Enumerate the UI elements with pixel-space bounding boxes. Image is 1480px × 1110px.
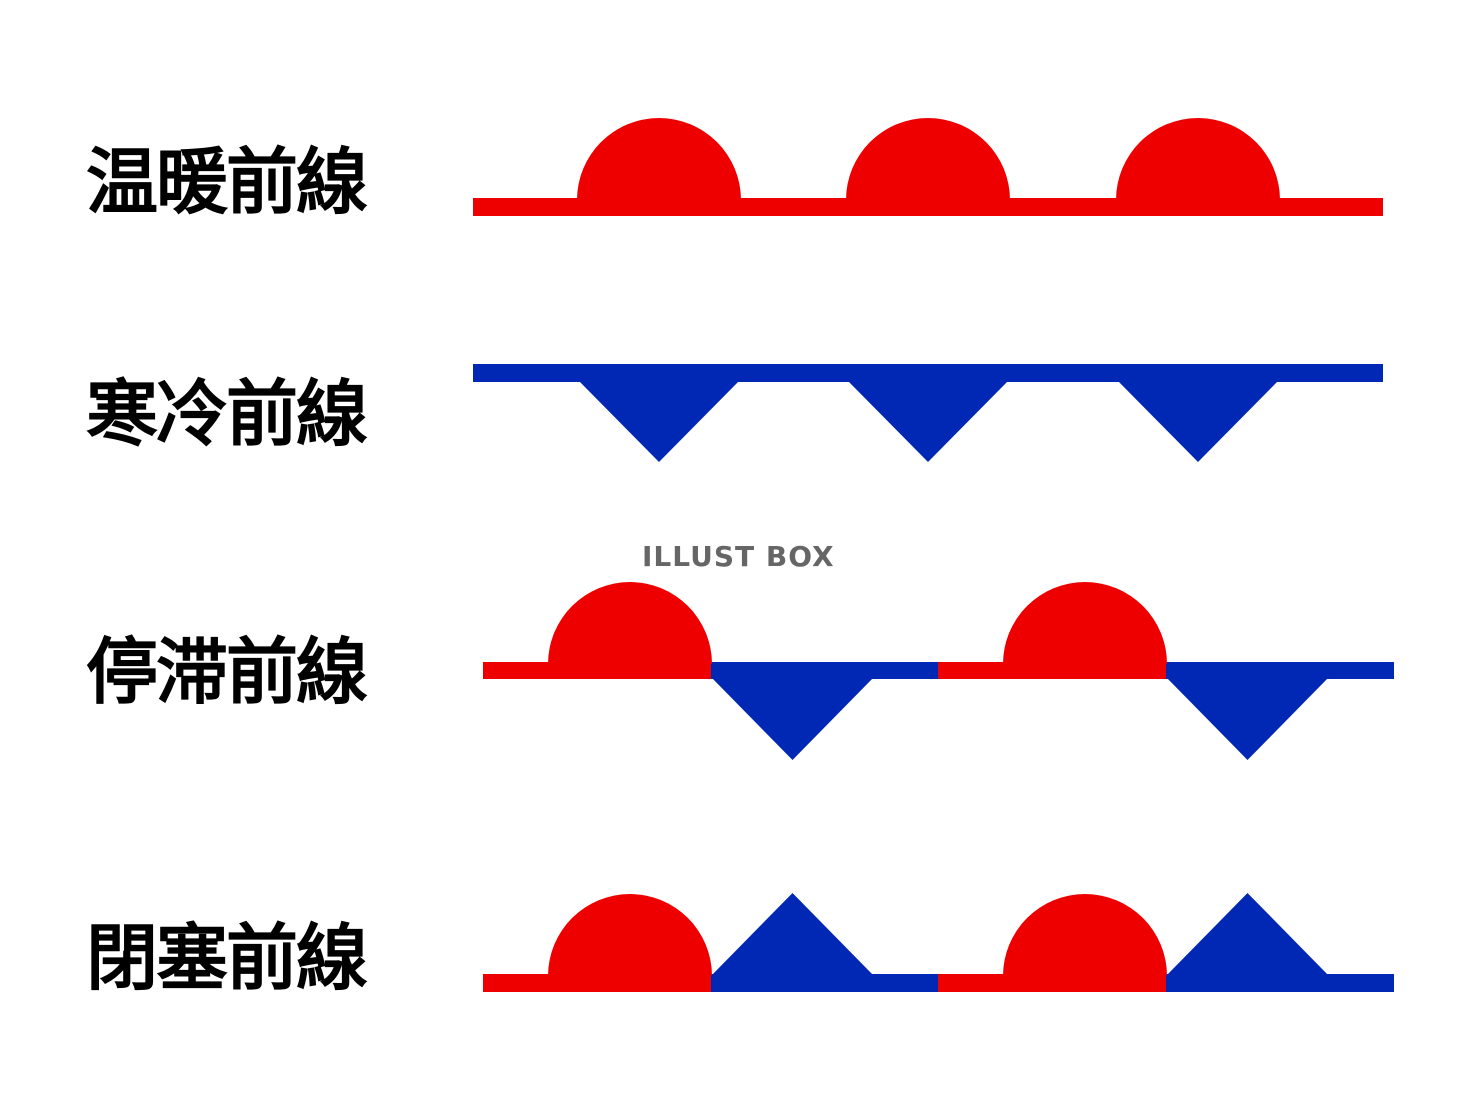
front-line xyxy=(473,364,1383,382)
semicircle-mark xyxy=(1116,118,1280,200)
front-line-cold-segment xyxy=(711,662,939,679)
front-line-warm-segment xyxy=(483,974,711,992)
front-line-cold-segment xyxy=(1166,974,1394,992)
watermark: ILLUST BOX xyxy=(642,540,835,573)
front-line-cold-segment xyxy=(711,974,939,992)
cold-front-symbol xyxy=(473,364,1383,462)
warm-front-label: 温暖前線 xyxy=(86,140,368,224)
front-line-warm-segment xyxy=(938,662,1166,679)
triangle-mark xyxy=(847,380,1009,462)
front-line-warm-segment xyxy=(483,662,711,679)
stationary-front-symbol xyxy=(483,582,1394,760)
triangle-mark xyxy=(1166,893,1329,976)
triangle-mark xyxy=(1166,677,1329,760)
triangle-mark xyxy=(1117,380,1279,462)
semicircle-mark xyxy=(1003,582,1167,664)
semicircle-mark xyxy=(548,894,712,976)
stationary-front-label: 停滞前線 xyxy=(86,630,368,714)
front-line-cold-segment xyxy=(1166,662,1394,679)
front-line xyxy=(473,198,1383,216)
triangle-mark xyxy=(711,677,874,760)
semicircle-mark xyxy=(548,582,712,664)
front-line-warm-segment xyxy=(938,974,1166,992)
semicircle-mark xyxy=(577,118,741,200)
occluded-front-label: 閉塞前線 xyxy=(86,916,368,1000)
semicircle-mark xyxy=(1003,894,1167,976)
occluded-front-symbol xyxy=(483,893,1394,992)
triangle-mark xyxy=(711,893,874,976)
warm-front-symbol xyxy=(473,118,1383,216)
cold-front-label: 寒冷前線 xyxy=(86,372,368,456)
triangle-mark xyxy=(578,380,740,462)
semicircle-mark xyxy=(846,118,1010,200)
